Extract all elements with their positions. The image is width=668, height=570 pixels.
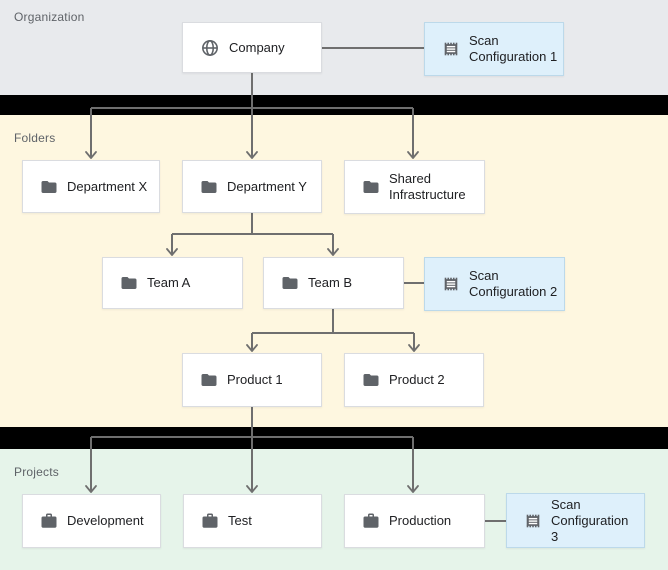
folder-icon <box>200 178 218 196</box>
node-team-b: Team B <box>263 257 404 309</box>
node-product-1: Product 1 <box>182 353 322 407</box>
node-label: Scan Configuration 3 <box>551 496 629 544</box>
node-label: Development <box>67 513 144 528</box>
scan-icon <box>442 40 460 58</box>
node-department-x: Department X <box>22 160 160 213</box>
folder-icon <box>40 178 58 196</box>
node-label: Shared Infrastructure <box>389 171 466 202</box>
node-label: Team A <box>147 275 191 290</box>
node-scan-configuration-1: Scan Configuration 1 <box>424 22 564 76</box>
node-test: Test <box>183 494 322 548</box>
section-label-folders: Folders <box>14 131 56 145</box>
node-production: Production <box>344 494 485 548</box>
briefcase-icon <box>40 512 58 530</box>
node-label: Scan Configuration 1 <box>469 33 558 64</box>
section-organization: Organization <box>0 0 668 95</box>
node-label: Product 2 <box>389 372 445 387</box>
section-label-organization: Organization <box>14 10 85 24</box>
node-label: Test <box>228 513 252 528</box>
node-shared-infrastructure: Shared Infrastructure <box>344 160 485 214</box>
node-product-2: Product 2 <box>344 353 484 407</box>
folder-icon <box>362 371 380 389</box>
folder-icon <box>281 274 299 292</box>
folder-icon <box>200 371 218 389</box>
globe-icon <box>200 38 220 58</box>
folder-icon <box>362 178 380 196</box>
node-label: Production <box>389 513 452 528</box>
node-label: Product 1 <box>227 372 283 387</box>
briefcase-icon <box>201 512 219 530</box>
node-scan-configuration-2: Scan Configuration 2 <box>424 257 565 311</box>
node-label: Company <box>229 39 285 55</box>
node-label: Department Y <box>227 178 307 194</box>
folder-icon <box>120 274 138 292</box>
node-label: Team B <box>308 275 353 290</box>
briefcase-icon <box>362 512 380 530</box>
node-label: Department X <box>67 178 148 194</box>
node-company: Company <box>182 22 322 73</box>
node-scan-configuration-3: Scan Configuration 3 <box>506 493 645 548</box>
scan-icon <box>442 275 460 293</box>
node-department-y: Department Y <box>182 160 322 213</box>
scan-icon <box>524 512 542 530</box>
node-team-a: Team A <box>102 257 243 309</box>
section-label-projects: Projects <box>14 465 59 479</box>
node-development: Development <box>22 494 161 548</box>
node-label: Scan Configuration 2 <box>469 268 558 299</box>
